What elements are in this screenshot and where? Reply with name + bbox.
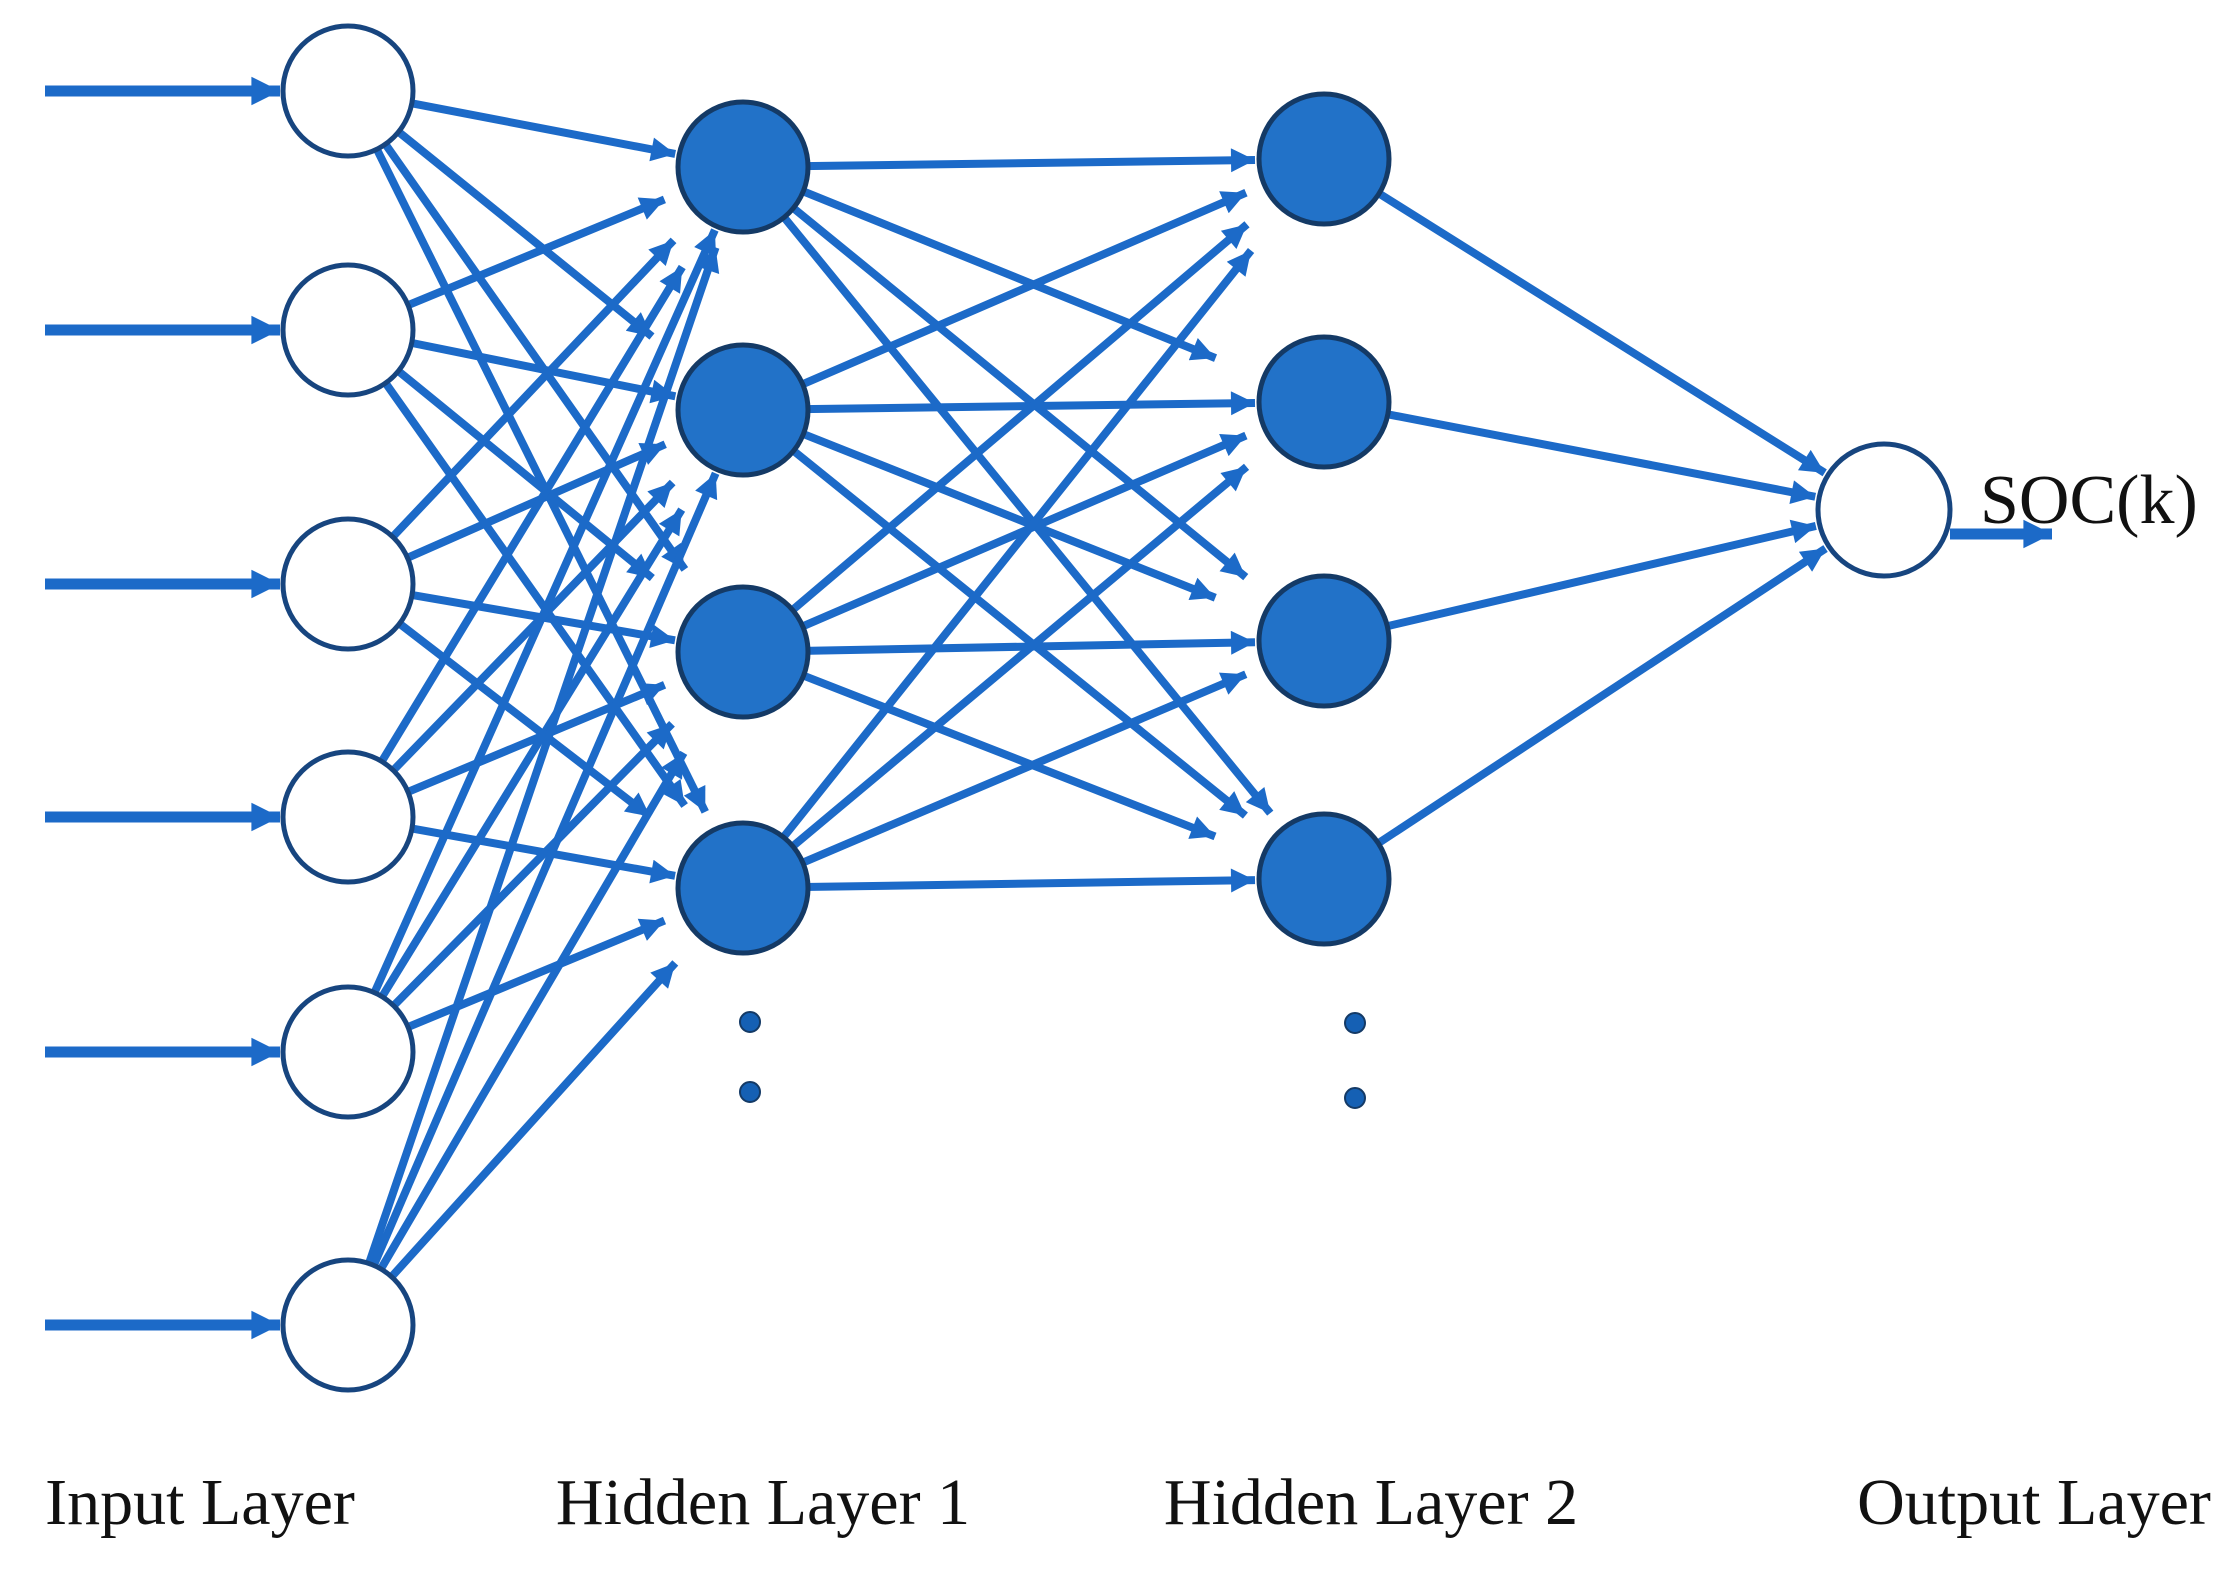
hidden2-ellipsis-dot — [1344, 1087, 1366, 1109]
input-node — [280, 23, 416, 159]
connection-arrow — [369, 228, 719, 998]
connection-arrow — [379, 377, 688, 808]
connection-arrow — [803, 868, 1256, 893]
output-signal-label: SOC(k) — [1980, 462, 2198, 539]
connections-layer — [363, 98, 1828, 1283]
connection-arrow — [379, 138, 689, 572]
hidden2-node — [1256, 811, 1392, 947]
hidden2-node — [1256, 334, 1392, 470]
hidden2-ellipsis-dot — [1344, 1012, 1366, 1034]
input-node — [280, 262, 416, 398]
hidden-layer-1-caption: Hidden Layer 1 — [556, 1466, 970, 1539]
connection-arrow — [363, 246, 720, 1269]
connection-arrow — [1373, 188, 1827, 477]
connection-arrow — [376, 507, 686, 1003]
connection-arrow — [803, 148, 1256, 173]
hidden2-node — [1256, 91, 1392, 227]
hidden2-node — [1256, 573, 1392, 709]
ellipsis-dots-layer — [739, 1011, 1366, 1109]
connection-arrow — [402, 195, 666, 311]
input-node — [280, 516, 416, 652]
connection-arrow — [786, 221, 1250, 616]
connection-arrow — [798, 186, 1218, 362]
connection-arrow — [387, 237, 677, 543]
connection-arrow — [777, 248, 1255, 843]
connection-arrow — [387, 479, 676, 777]
connection-arrow — [385, 960, 679, 1283]
connection-arrow — [406, 338, 677, 404]
connection-arrow — [787, 463, 1250, 852]
input-node — [280, 1257, 416, 1393]
output-node — [1815, 441, 1953, 579]
input-node — [280, 749, 416, 885]
connection-arrow — [787, 445, 1248, 819]
hidden1-node — [675, 99, 811, 235]
connection-arrow — [368, 471, 720, 1271]
hidden1-node — [675, 584, 811, 720]
nodes-layer — [280, 23, 1953, 1393]
connection-arrow — [407, 98, 676, 162]
hidden1-ellipsis-dot — [739, 1011, 761, 1033]
hidden1-node — [675, 342, 811, 478]
connection-arrow — [787, 202, 1249, 581]
input-node — [280, 984, 416, 1120]
connection-arrow — [388, 721, 675, 1012]
connection-arrow — [797, 189, 1248, 390]
connection-arrow — [798, 670, 1217, 841]
connection-arrow — [376, 264, 686, 767]
connection-arrow — [797, 670, 1248, 868]
connection-arrow — [1372, 545, 1828, 849]
hidden1-ellipsis-dot — [739, 1081, 761, 1103]
output-layer-caption: Output Layer — [1857, 1466, 2211, 1539]
connection-arrow — [402, 681, 667, 798]
connection-arrow — [402, 440, 667, 564]
connection-arrow — [1382, 519, 1817, 632]
hidden1-node — [675, 820, 811, 956]
connection-arrow — [778, 211, 1274, 816]
hidden-layer-2-caption: Hidden Layer 2 — [1164, 1466, 1578, 1539]
connection-arrow — [798, 428, 1217, 602]
io-arrows-layer — [45, 76, 2052, 1340]
connection-arrow — [1383, 409, 1817, 504]
connection-arrow — [392, 126, 655, 340]
connection-arrow — [375, 750, 688, 1275]
input-layer-caption: Input Layer — [45, 1466, 355, 1539]
connection-arrow — [402, 916, 667, 1033]
captions-layer: Input Layer Hidden Layer 1 Hidden Layer … — [45, 462, 2211, 1539]
